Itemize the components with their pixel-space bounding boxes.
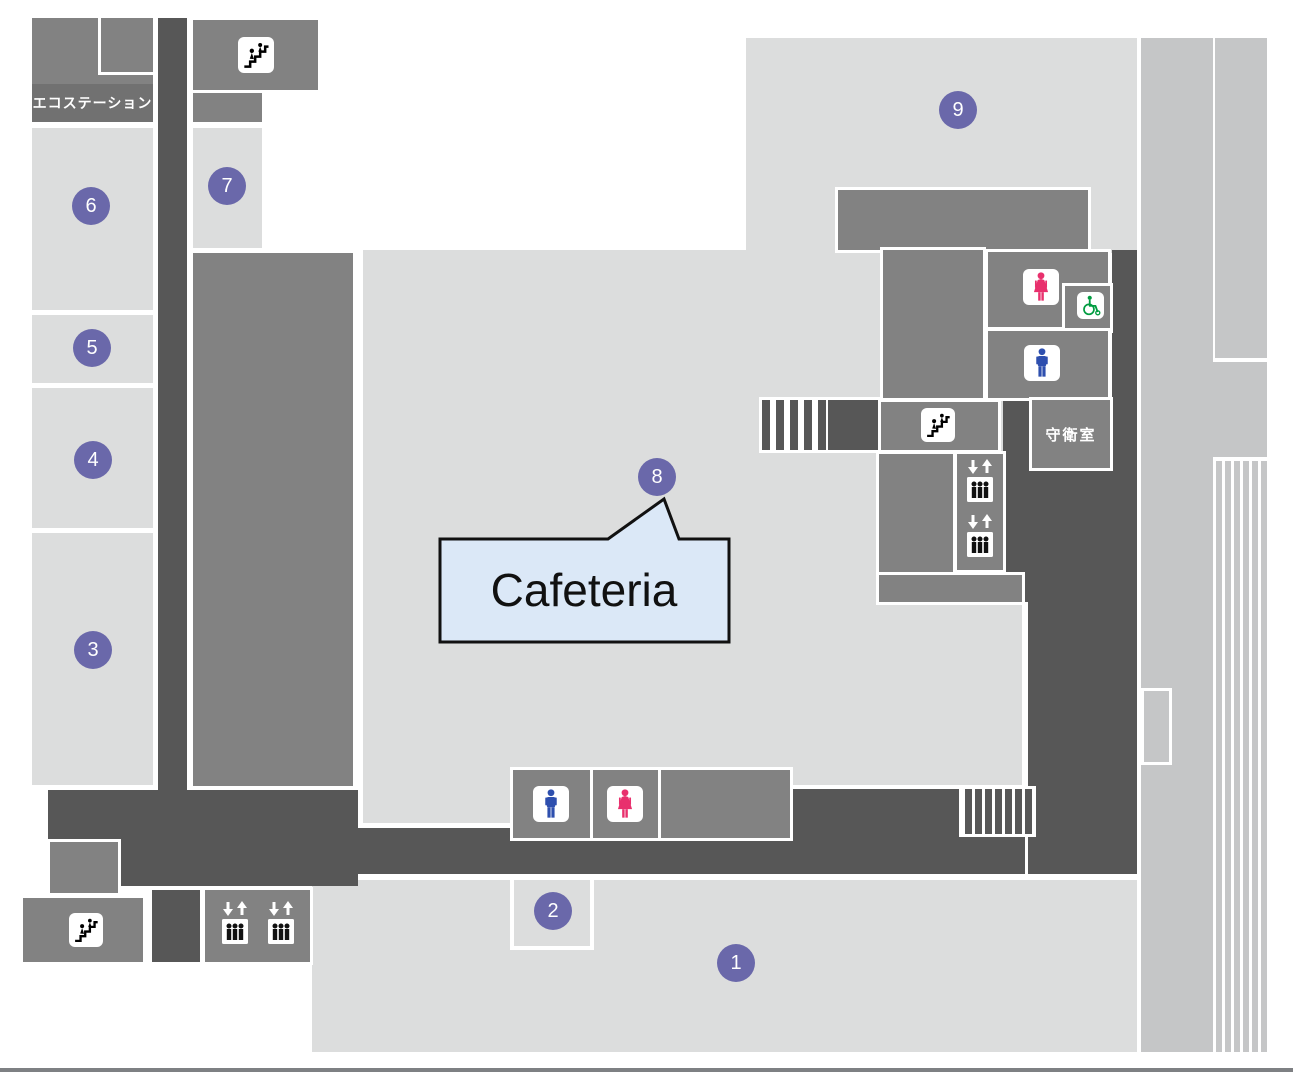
male-restroom-icon [1024,345,1060,381]
marker-3-label: 3 [87,638,99,661]
wall-strip-outer [1215,38,1267,358]
marker-4-label: 4 [87,448,99,471]
wall-strip-junction [1141,362,1267,457]
core-stem-lower [879,454,953,572]
cafeteria-callout-bubble [438,496,731,644]
marker-2: 2 [534,892,572,930]
utility-block-south [661,770,790,838]
marker-3: 3 [74,631,112,669]
core-stem-upper [883,250,983,398]
wall-strip-inner [1141,38,1213,1052]
marker-1: 1 [717,944,755,982]
marker-9-label: 9 [952,98,964,121]
elevator-icon [965,513,995,559]
cafeteria-callout-text: Cafeteria [491,564,678,616]
wheelchair-accessible-icon [1077,292,1104,319]
marker-2-label: 2 [547,899,559,922]
stairs-icon [238,37,274,73]
storage-block-southwest [50,842,118,893]
elevator-icon [965,458,995,504]
elevator-icon [220,900,250,946]
marker-9: 9 [939,91,977,129]
service-block-southwest [152,890,200,962]
marker-6: 6 [72,187,110,225]
elevator-icon [266,900,296,946]
corridor-west [158,18,187,886]
page-bottom-divider [0,1068,1293,1072]
stairs-icon [921,408,955,442]
female-restroom-icon [607,786,643,822]
marker-8: 8 [638,458,676,496]
marker-6-label: 6 [85,194,97,217]
marker-4: 4 [74,441,112,479]
eco-station-label: エコステーション [32,84,153,122]
marker-1-label: 1 [730,951,742,974]
cafeteria-area [363,250,790,823]
utility-block-north [193,93,262,122]
male-restroom-icon [533,786,569,822]
guard-room: 守衛室 [1032,400,1110,468]
corridor-east-upper [1112,250,1137,400]
marker-8-label: 8 [651,465,663,488]
core-stem-base [879,575,1022,602]
corridor-east-lower [1025,602,1137,874]
wall-niche [1141,688,1172,765]
marker-7: 7 [208,167,246,205]
cafeteria-callout: Cafeteria [438,496,731,644]
north-core-block [838,190,1088,250]
corridor-south-3 [513,836,790,874]
stairs-icon [69,913,103,947]
marker-5: 5 [73,329,111,367]
female-restroom-icon [1023,269,1059,305]
stairs-hatch-center [762,400,878,450]
outside-stairs-hatch [1216,461,1267,1052]
corridor-south-2 [358,828,513,874]
stairs-hatch-south [962,789,1033,834]
eco-station-inner-room [98,18,153,75]
west-wing-block [193,253,353,786]
marker-7-label: 7 [221,174,233,197]
marker-5-label: 5 [86,336,98,359]
